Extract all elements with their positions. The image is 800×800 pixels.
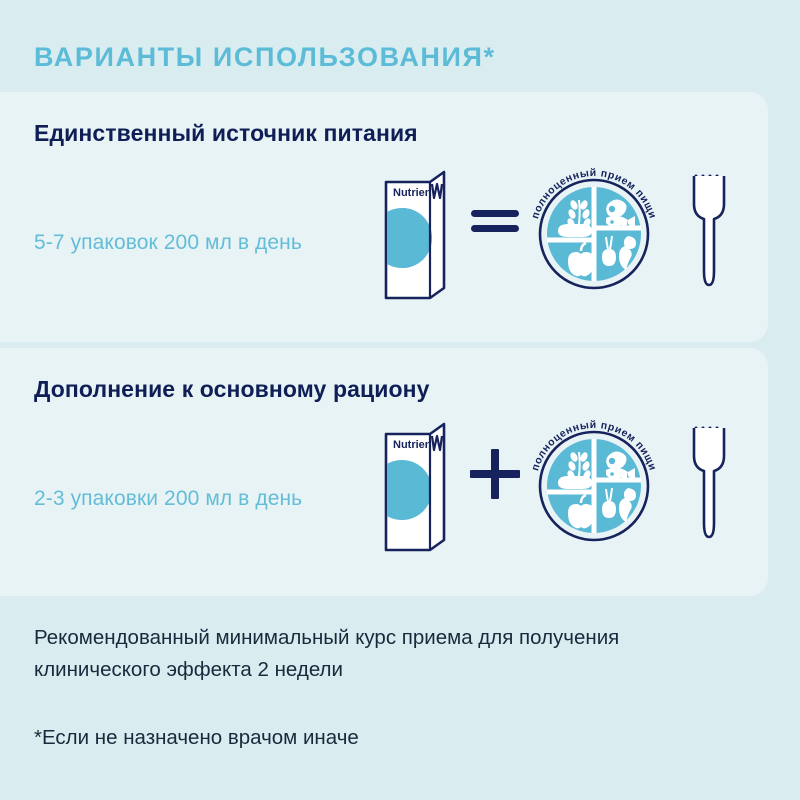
fork-icon [688, 420, 730, 555]
usage-card-sole-source: Единственный источник питания 5-7 упаков… [0, 92, 768, 342]
card-dosage-text: 2-3 упаковки 200 мл в день [34, 487, 303, 510]
nutrien-package-icon: Nutrien [380, 168, 452, 309]
card-dosage-text: 5-7 упаковок 200 мл в день [34, 231, 302, 254]
balanced-meal-plate-icon: полноценный прием пищи [520, 404, 668, 557]
recommendation-line-2: клинического эффекта 2 недели [34, 658, 343, 681]
package-brand-label: Nutrien [393, 187, 432, 199]
balanced-meal-plate-icon: полноценный прием пищи [520, 152, 668, 305]
usage-card-supplement: Дополнение к основному рациону 2-3 упако… [0, 348, 768, 596]
operator-equals-icon [465, 190, 525, 250]
package-brand-label: Nutrien [393, 439, 432, 451]
nutrien-package-icon: Nutrien [380, 420, 452, 561]
page-title: ВАРИАНТЫ ИСПОЛЬЗОВАНИЯ* [34, 42, 496, 72]
illustration-row: Nutrien [360, 92, 768, 342]
card-heading: Дополнение к основному рациону [34, 376, 430, 402]
illustration-row: Nutrien [360, 348, 768, 596]
recommendation-line-1: Рекомендованный минимальный курс приема … [34, 626, 620, 649]
operator-plus-icon [465, 444, 525, 504]
fork-icon [688, 168, 730, 303]
disclaimer-note: *Если не назначено врачом иначе [34, 726, 359, 749]
usage-cards-container: Единственный источник питания 5-7 упаков… [0, 92, 768, 596]
recommendation-note: Рекомендованный минимальный курс приема … [34, 622, 744, 686]
card-heading: Единственный источник питания [34, 120, 418, 146]
